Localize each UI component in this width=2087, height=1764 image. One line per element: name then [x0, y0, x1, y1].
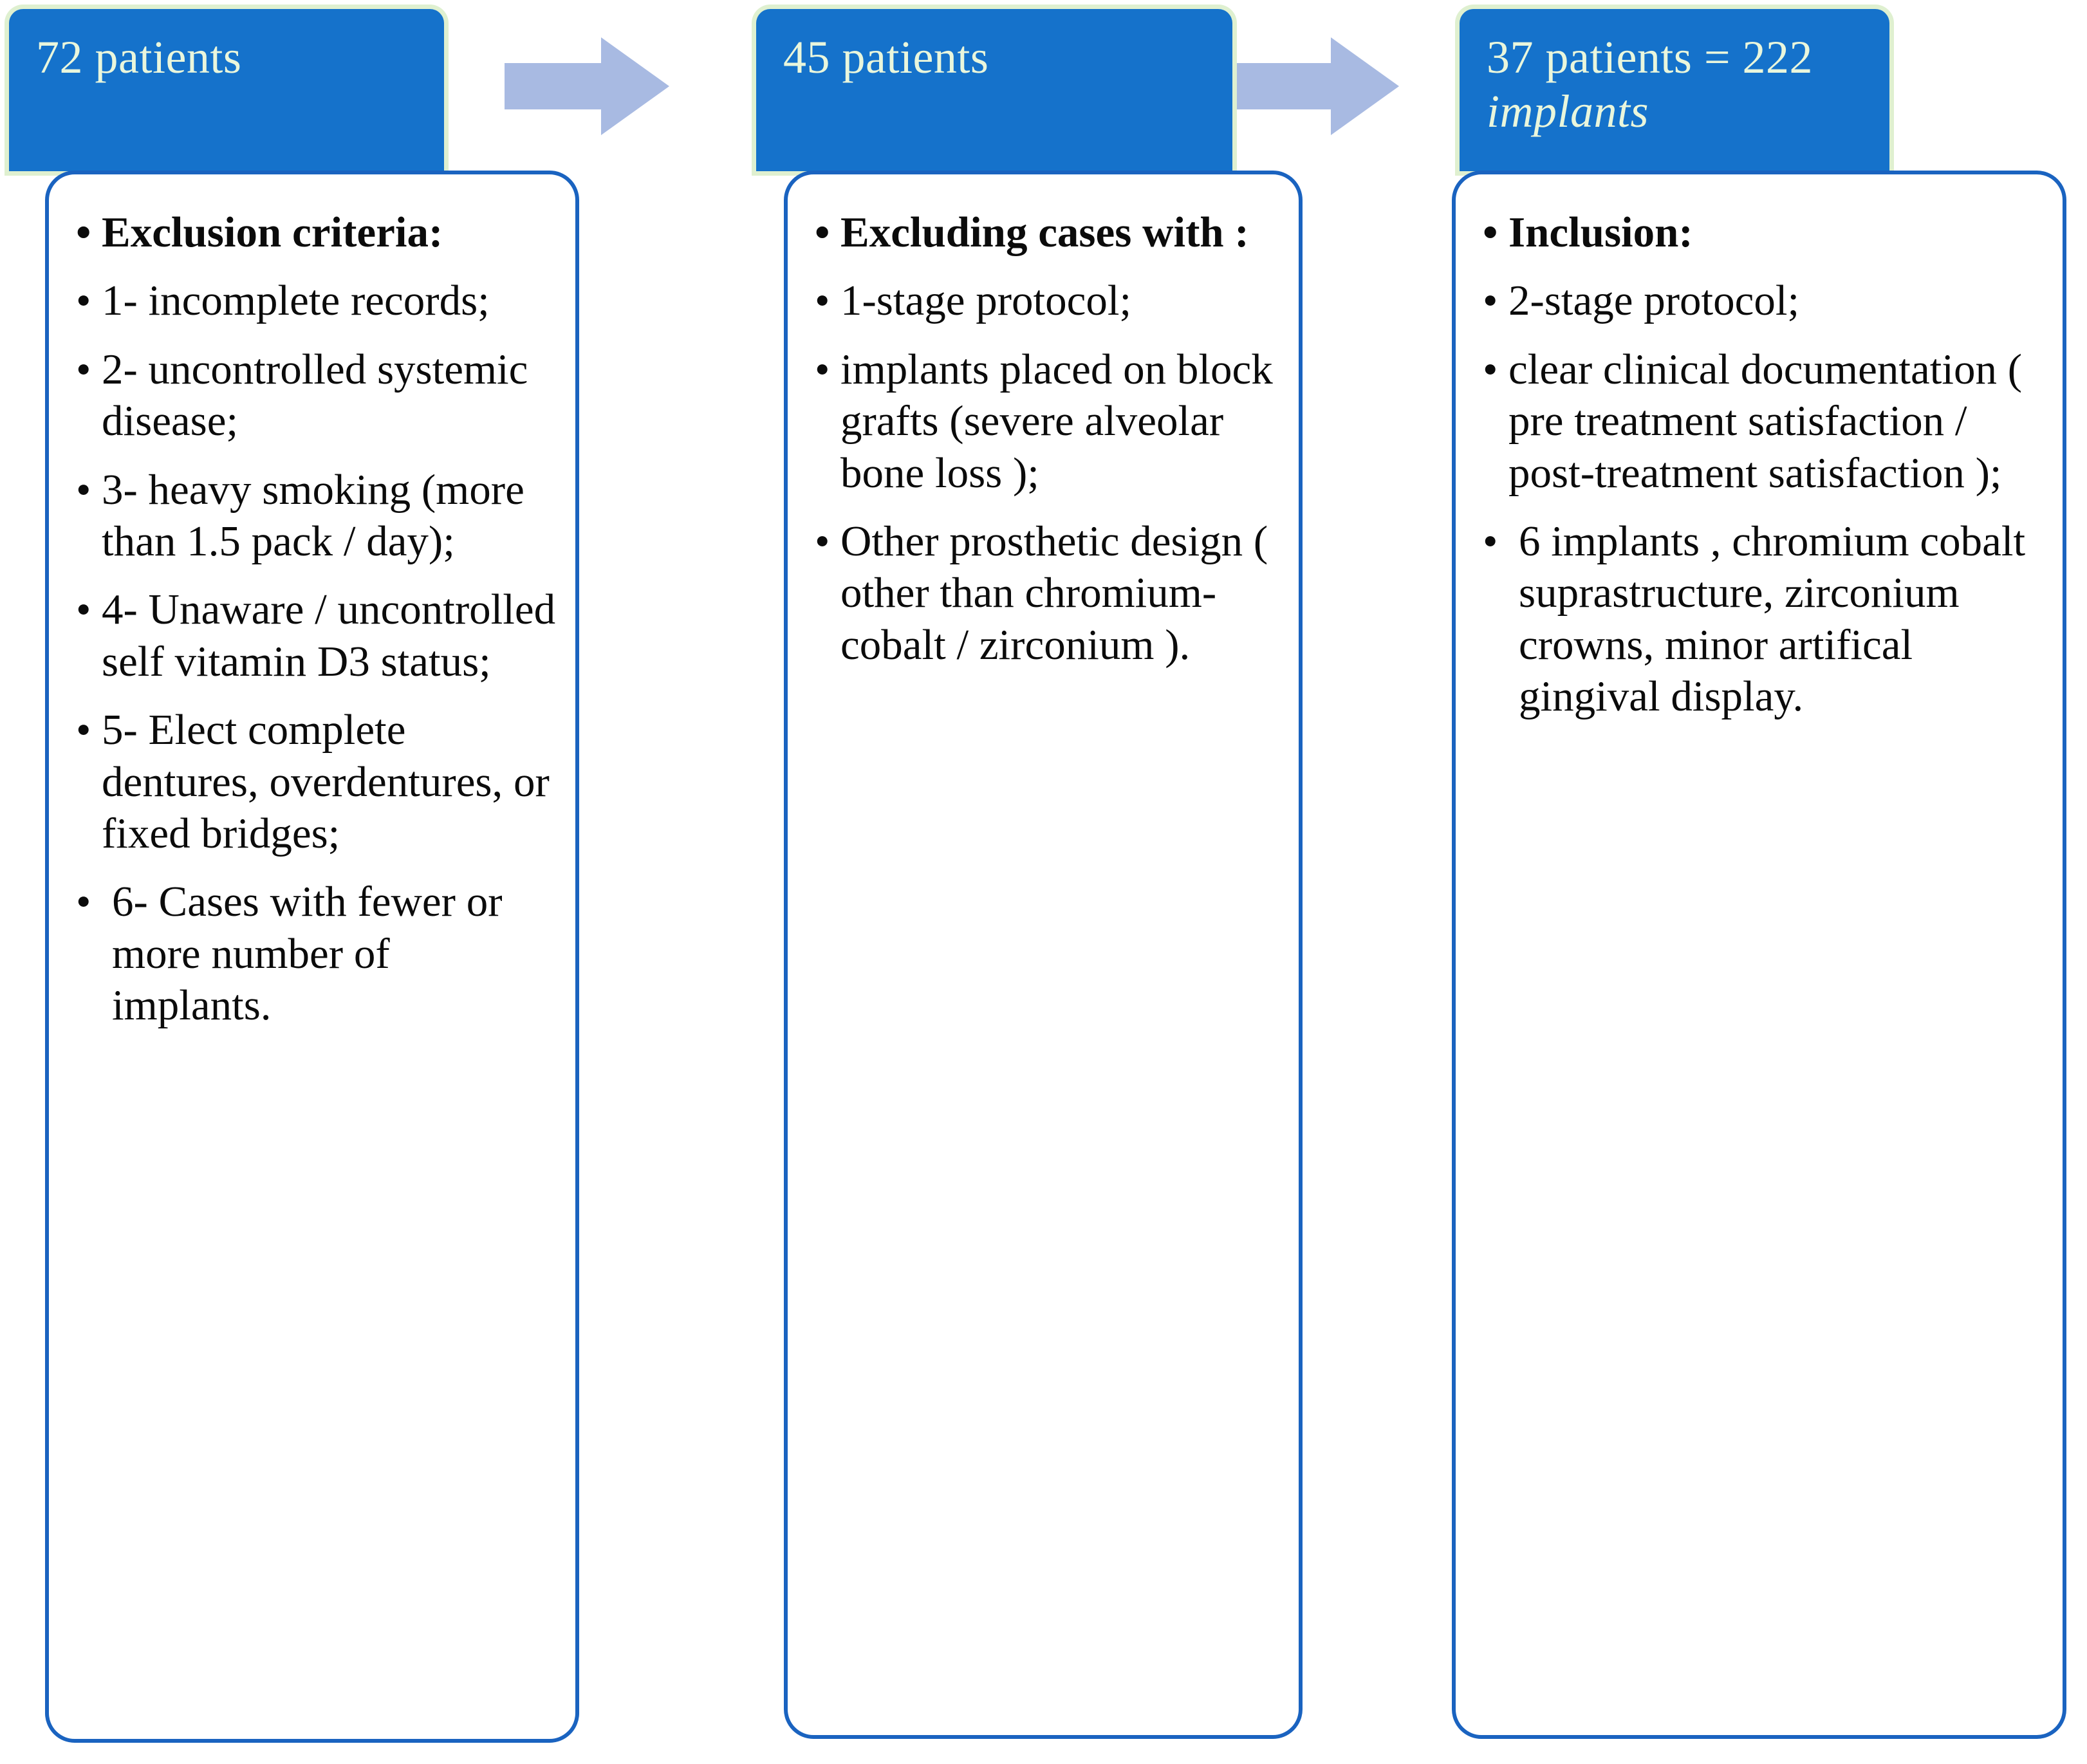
list-item: •3- heavy smoking (more than 1.5 pack / … [72, 464, 559, 568]
stage-header-1: 72 patients [9, 9, 444, 171]
list-item: •Excluding cases with : [811, 207, 1282, 258]
stage-header-3-line1: 37 patients = 222 [1487, 32, 1813, 83]
list-item-text: 2- uncontrolled systemic disease; [102, 345, 528, 445]
stage-header-1-line1: 72 patients [36, 32, 242, 83]
list-item: •5- Elect complete dentures, overdenture… [72, 704, 559, 859]
bullet-icon: • [1483, 517, 1498, 565]
list-item-text: 5- Elect complete dentures, overdentures… [102, 706, 550, 857]
list-item-text: clear clinical documentation ( pre treat… [1508, 345, 2023, 497]
list-item-text: 6- Cases with fewer or more number of im… [112, 878, 503, 1030]
bullet-icon: • [815, 345, 830, 393]
bullet-icon: • [76, 465, 91, 514]
list-item-text: 4- Unaware / uncontrolled self vitamin D… [102, 586, 556, 685]
stage-2-list: •Excluding cases with : •1-stage protoco… [788, 174, 1299, 671]
list-item: •2-stage protocol; [1479, 275, 2046, 326]
bullet-icon: • [76, 209, 91, 256]
list-item: •Exclusion criteria: [72, 207, 559, 258]
bullet-icon: • [1483, 277, 1498, 325]
bullet-icon: • [1483, 209, 1498, 256]
list-item: •clear clinical documentation ( pre trea… [1479, 344, 2046, 499]
list-item: • 6- Cases with fewer or more number of i… [72, 876, 559, 1031]
bullet-icon: • [76, 706, 91, 754]
stage-header-3: 37 patients = 222 implants [1460, 9, 1889, 171]
bullet-icon: • [76, 345, 91, 393]
list-item-text: 1- incomplete records; [102, 277, 490, 325]
stage-panel-2: •Excluding cases with : •1-stage protoco… [784, 171, 1303, 1739]
bullet-icon: • [76, 586, 91, 634]
list-item: •1- incomplete records; [72, 275, 559, 326]
bullet-icon: • [815, 277, 830, 325]
stage-header-3-line2: implants [1487, 85, 1649, 137]
list-item: •Other prosthetic design ( other than ch… [811, 515, 1282, 671]
list-item-text: implants placed on block grafts (severe … [840, 345, 1273, 497]
list-item-text: 2-stage protocol; [1508, 277, 1800, 325]
bullet-icon: • [815, 209, 830, 256]
stage-header-2: 45 patients [756, 9, 1232, 171]
bullet-icon: • [76, 878, 91, 926]
list-item: •4- Unaware / uncontrolled self vitamin … [72, 584, 559, 687]
list-item: •implants placed on block grafts (severe… [811, 344, 1282, 499]
bullet-icon: • [76, 277, 91, 325]
list-item-text: Exclusion criteria: [102, 209, 443, 256]
list-item-text: 6 implants , chromium cobalt suprastruct… [1519, 517, 2026, 721]
stage-header-2-line1: 45 patients [783, 32, 989, 83]
stage-1-list: •Exclusion criteria: •1- incomplete reco… [49, 174, 575, 1031]
list-item: • 6 implants , chromium cobalt suprastruc… [1479, 515, 2046, 723]
stage-panel-3: •Inclusion: •2-stage protocol; •clear cl… [1452, 171, 2066, 1739]
list-item-text: Other prosthetic design ( other than chr… [840, 517, 1268, 669]
list-item: •2- uncontrolled systemic disease; [72, 344, 559, 447]
list-item: •Inclusion: [1479, 207, 2046, 258]
list-item-text: 3- heavy smoking (more than 1.5 pack / d… [102, 465, 524, 565]
stage-3-list: •Inclusion: •2-stage protocol; •clear cl… [1456, 174, 2063, 723]
bullet-icon: • [1483, 345, 1498, 393]
stage-panel-1: •Exclusion criteria: •1- incomplete reco… [45, 171, 579, 1743]
list-item-text: Inclusion: [1508, 209, 1693, 256]
flow-arrow-right-icon-1 [505, 37, 669, 135]
list-item-text: Excluding cases with : [840, 209, 1249, 256]
list-item-text: 1-stage protocol; [840, 277, 1132, 325]
bullet-icon: • [815, 517, 830, 565]
flow-arrow-right-icon-2 [1234, 37, 1399, 135]
list-item: •1-stage protocol; [811, 275, 1282, 326]
